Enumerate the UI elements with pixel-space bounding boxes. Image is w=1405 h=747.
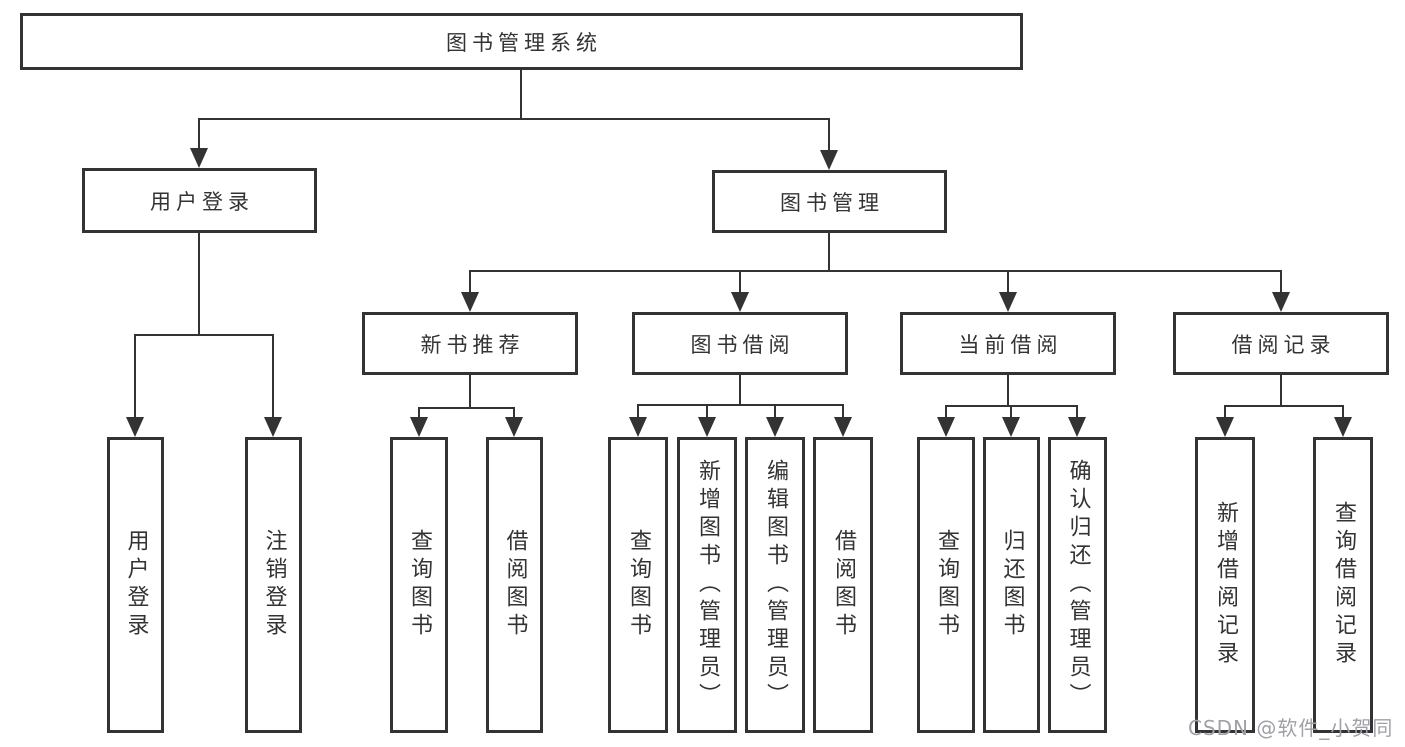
connector-line [1007,270,1009,294]
connector-line [1224,405,1226,419]
connector-line [418,407,515,409]
connector-line [774,404,776,419]
arrow-down-icon [999,292,1017,312]
arrow-down-icon [1334,417,1352,437]
node-borrow-records: 借阅记录 [1173,312,1389,375]
connector-line [828,118,830,152]
connector-line [418,407,420,419]
arrow-down-icon [1272,292,1290,312]
arrow-down-icon [1002,417,1020,437]
connector-line [828,233,830,272]
connector-line [739,270,741,294]
arrow-down-icon [190,148,208,168]
connector-line [1076,405,1078,419]
connector-line [1280,375,1282,407]
connector-line [469,375,471,409]
connector-line [520,70,522,120]
connector-line [513,407,515,419]
connector-line [134,334,136,418]
connector-line [469,270,1281,272]
node-root: 图书管理系统 [20,13,1023,70]
arrow-down-icon [461,292,479,312]
node-user-login-leaf: 用户登录 [107,437,164,733]
node-return-books: 归还图书 [983,437,1040,733]
connector-line [1010,405,1012,419]
connector-line [1342,405,1344,419]
node-book-management: 图书管理 [712,170,947,233]
arrow-down-icon [264,417,282,437]
node-confirm-return-admin: 确认归还（管理员） [1048,437,1107,733]
arrow-down-icon [698,417,716,437]
node-borrow-books-borrowing: 借阅图书 [813,437,873,733]
node-current-borrowing: 当前借阅 [900,312,1116,375]
connector-line [134,334,274,336]
connector-line [1280,270,1282,294]
connector-line [198,118,830,120]
node-user-login: 用户登录 [82,168,317,233]
arrow-down-icon [937,417,955,437]
arrow-down-icon [1216,417,1234,437]
connector-line [469,270,471,294]
arrow-down-icon [1068,417,1086,437]
connector-line [637,404,843,406]
node-query-books-recommend: 查询图书 [390,437,448,733]
connector-line [272,334,274,418]
arrow-down-icon [766,417,784,437]
watermark: CSDN @软件_小贺同学 [1188,716,1394,747]
node-book-borrowing: 图书借阅 [632,312,848,375]
node-new-book-recommend: 新书推荐 [362,312,578,375]
node-query-books-current: 查询图书 [917,437,975,733]
connector-line [739,375,741,406]
arrow-down-icon [834,417,852,437]
node-query-borrow-record: 查询借阅记录 [1313,437,1373,733]
node-add-books-admin: 新增图书（管理员） [677,437,737,733]
node-query-books-borrowing: 查询图书 [608,437,668,733]
connector-line [706,404,708,419]
connector-line [1224,405,1344,407]
connector-line [945,405,947,419]
connector-line [842,404,844,419]
connector-line [198,233,200,336]
node-edit-books-admin: 编辑图书（管理员） [745,437,805,733]
arrow-down-icon [731,292,749,312]
arrow-down-icon [820,150,838,170]
arrow-down-icon [126,417,144,437]
connector-line [637,404,639,419]
node-add-borrow-record: 新增借阅记录 [1195,437,1255,733]
arrow-down-icon [629,417,647,437]
arrow-down-icon [410,417,428,437]
node-borrow-books-recommend: 借阅图书 [486,437,543,733]
connector-line [1007,375,1009,407]
node-logout: 注销登录 [245,437,302,733]
arrow-down-icon [505,417,523,437]
connector-line [198,118,200,150]
